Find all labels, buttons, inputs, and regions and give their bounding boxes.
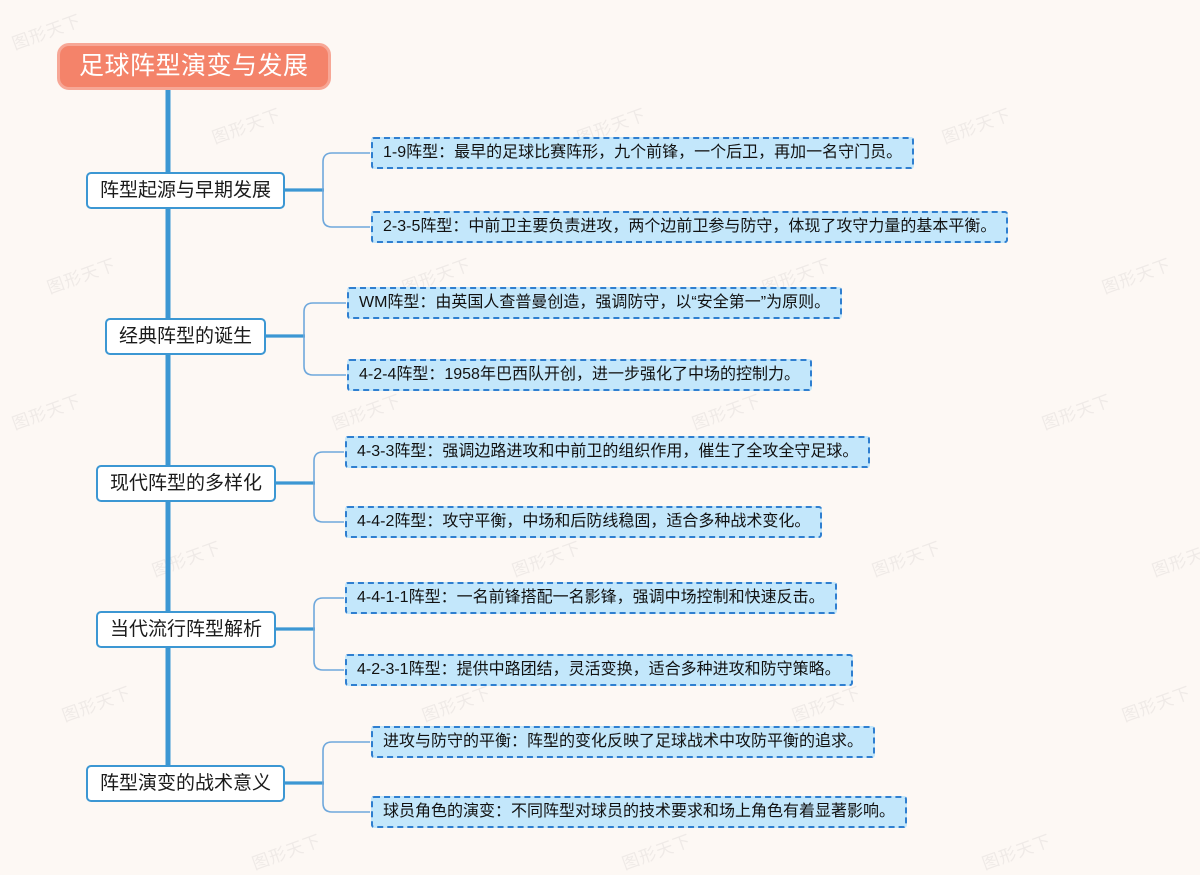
watermark-text: 图形天下 bbox=[59, 683, 135, 727]
leaf-node-1-2[interactable]: 2-3-5阵型：中前卫主要负责进攻，两个边前卫参与防守，体现了攻守力量的基本平衡… bbox=[371, 211, 1009, 243]
watermark-text: 图形天下 bbox=[1039, 391, 1115, 435]
watermark-text: 图形天下 bbox=[1119, 683, 1195, 727]
branch-node-label: 现代阵型的多样化 bbox=[110, 472, 263, 494]
leaf-connector-5-2 bbox=[322, 783, 370, 813]
leaf-node-label: 4-2-3-1阵型：提供中路团结，灵活变换，适合多种进攻和防守策略。 bbox=[357, 661, 841, 678]
leaf-node-2-2[interactable]: 4-2-4阵型：1958年巴西队开创，进一步强化了中场的控制力。 bbox=[347, 359, 812, 391]
branch-node-label: 当代流行阵型解析 bbox=[110, 618, 263, 640]
branch-node-5[interactable]: 阵型演变的战术意义 bbox=[86, 764, 286, 802]
watermark-text: 图形天下 bbox=[249, 831, 325, 875]
leaf-connector-2-1 bbox=[303, 302, 346, 336]
branch-node-4[interactable]: 当代流行阵型解析 bbox=[96, 610, 277, 648]
branch-node-label: 阵型演变的战术意义 bbox=[100, 772, 272, 794]
leaf-node-5-2[interactable]: 球员角色的演变：不同阵型对球员的技术要求和场上角色有着显著影响。 bbox=[371, 796, 908, 828]
watermark-text: 图形天下 bbox=[1099, 255, 1175, 299]
leaf-node-label: 4-2-4阵型：1958年巴西队开创，进一步强化了中场的控制力。 bbox=[359, 366, 800, 383]
leaf-node-1-1[interactable]: 1-9阵型：最早的足球比赛阵形，九个前锋，一个后卫，再加一名守门员。 bbox=[371, 137, 915, 169]
leaf-node-label: 4-4-2阵型：攻守平衡，中场和后防线稳固，适合多种战术变化。 bbox=[357, 513, 811, 530]
leaf-node-4-1[interactable]: 4-4-1-1阵型：一名前锋搭配一名影锋，强调中场控制和快速反击。 bbox=[345, 582, 837, 614]
leaf-node-label: 2-3-5阵型：中前卫主要负责进攻，两个边前卫参与防守，体现了攻守力量的基本平衡… bbox=[383, 218, 997, 235]
leaf-node-5-1[interactable]: 进攻与防守的平衡：阵型的变化反映了足球战术中攻防平衡的追求。 bbox=[371, 726, 876, 758]
branch-node-label: 阵型起源与早期发展 bbox=[100, 179, 272, 201]
watermark-text: 图形天下 bbox=[979, 831, 1055, 875]
watermark-text: 图形天下 bbox=[1149, 538, 1200, 582]
leaf-node-label: 进攻与防守的平衡：阵型的变化反映了足球战术中攻防平衡的追求。 bbox=[383, 733, 864, 750]
watermark-text: 图形天下 bbox=[869, 538, 945, 582]
leaf-connector-1-1 bbox=[322, 152, 370, 190]
root-node[interactable]: 足球阵型演变与发展 bbox=[57, 43, 331, 90]
branch-node-2[interactable]: 经典阵型的诞生 bbox=[105, 317, 267, 355]
leaf-connector-3-2 bbox=[313, 483, 344, 523]
leaf-connector-4-1 bbox=[313, 597, 344, 629]
leaf-node-label: WM阵型：由英国人查普曼创造，强调防守，以“安全第一”为原则。 bbox=[359, 294, 831, 311]
watermark-text: 图形天下 bbox=[329, 391, 405, 435]
leaf-node-2-1[interactable]: WM阵型：由英国人查普曼创造，强调防守，以“安全第一”为原则。 bbox=[347, 287, 843, 319]
leaf-connector-5-1 bbox=[322, 741, 370, 783]
watermark-text: 图形天下 bbox=[44, 255, 120, 299]
watermark-text: 图形天下 bbox=[619, 831, 695, 875]
leaf-node-3-2[interactable]: 4-4-2阵型：攻守平衡，中场和后防线稳固，适合多种战术变化。 bbox=[345, 506, 823, 538]
leaf-node-4-2[interactable]: 4-2-3-1阵型：提供中路团结，灵活变换，适合多种进攻和防守策略。 bbox=[345, 654, 853, 686]
watermark-text: 图形天下 bbox=[689, 391, 765, 435]
leaf-node-label: 1-9阵型：最早的足球比赛阵形，九个前锋，一个后卫，再加一名守门员。 bbox=[383, 144, 903, 161]
watermark-text: 图形天下 bbox=[149, 538, 225, 582]
leaf-connector-4-2 bbox=[313, 629, 344, 671]
leaf-connector-2-2 bbox=[303, 336, 346, 376]
watermark-text: 图形天下 bbox=[509, 538, 585, 582]
leaf-node-label: 球员角色的演变：不同阵型对球员的技术要求和场上角色有着显著影响。 bbox=[383, 803, 896, 820]
leaf-connector-3-1 bbox=[313, 451, 344, 483]
leaf-node-label: 4-3-3阵型：强调边路进攻和中前卫的组织作用，催生了全攻全守足球。 bbox=[357, 443, 859, 460]
branch-node-1[interactable]: 阵型起源与早期发展 bbox=[86, 171, 286, 209]
leaf-node-label: 4-4-1-1阵型：一名前锋搭配一名影锋，强调中场控制和快速反击。 bbox=[357, 589, 825, 606]
branch-node-3[interactable]: 现代阵型的多样化 bbox=[96, 464, 277, 502]
watermark-text: 图形天下 bbox=[9, 391, 85, 435]
watermark-text: 图形天下 bbox=[209, 105, 285, 149]
leaf-connector-1-2 bbox=[322, 190, 370, 228]
leaf-node-3-1[interactable]: 4-3-3阵型：强调边路进攻和中前卫的组织作用，催生了全攻全守足球。 bbox=[345, 436, 871, 468]
root-node-label: 足球阵型演变与发展 bbox=[79, 52, 309, 80]
branch-node-label: 经典阵型的诞生 bbox=[119, 325, 253, 347]
watermark-text: 图形天下 bbox=[939, 105, 1015, 149]
